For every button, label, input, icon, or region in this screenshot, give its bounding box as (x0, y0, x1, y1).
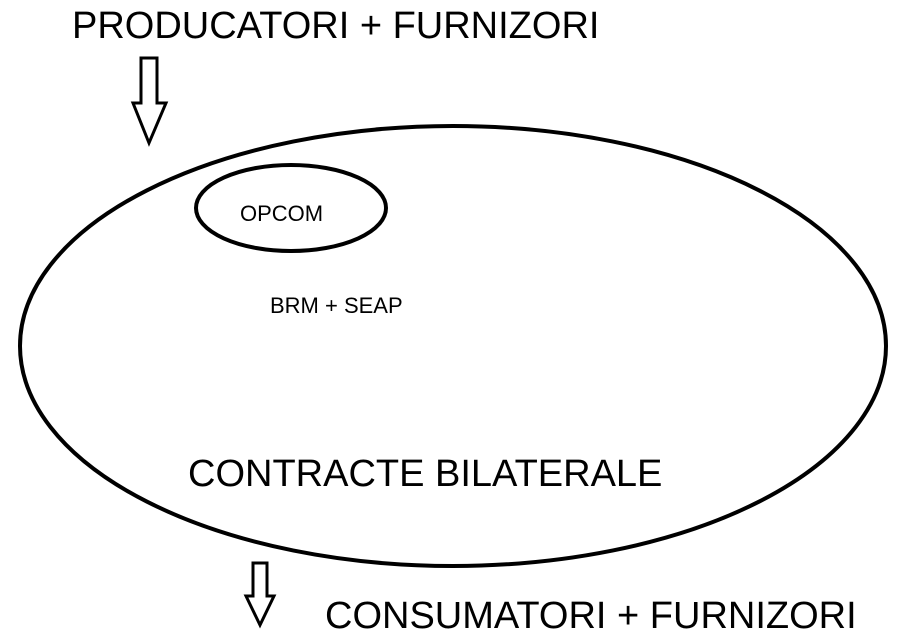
bilateral-contracts-label: CONTRACTE BILATERALE (188, 453, 662, 495)
bilateral-contracts-ellipse (18, 124, 888, 568)
consumers-suppliers-label: CONSUMATORI + FURNIZORI (325, 595, 857, 635)
opcom-label: OPCOM (240, 201, 323, 226)
top-down-arrow-icon (130, 56, 169, 147)
bottom-down-arrow-icon (243, 561, 277, 629)
opcom-ellipse (194, 163, 388, 253)
producers-suppliers-label: PRODUCATORI + FURNIZORI (72, 5, 599, 47)
brm-seap-label: BRM + SEAP (270, 293, 403, 318)
